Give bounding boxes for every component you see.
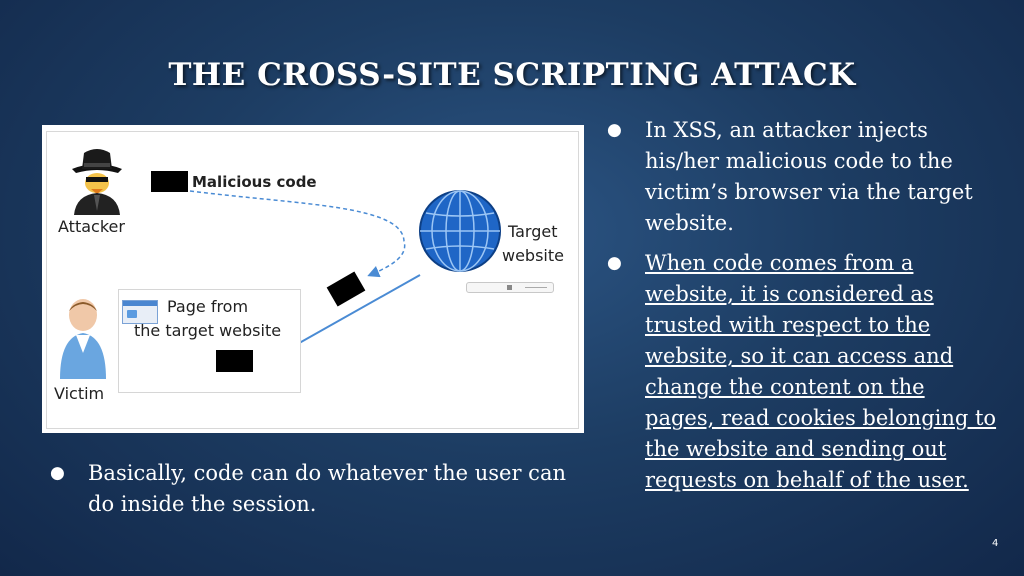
malicious-code-label: Malicious code [192,173,317,191]
page-number: 4 [992,538,999,549]
bullet-dot: ● [607,120,622,140]
bullet-item: ● In XSS, an attacker injects his/her ma… [607,115,997,239]
page-from-label-line1: Page from [167,297,249,316]
bullet-link-text[interactable]: When code comes from a website, it is co… [645,251,997,492]
bullet-dot: ● [607,253,622,273]
injection-arrows [189,190,421,357]
page-from-label-line2: the target website [134,321,282,340]
bullet-text: In XSS, an attacker injects his/her mali… [645,118,973,235]
slide-title: THE CROSS-SITE SCRIPTING ATTACK [168,57,856,93]
injected-code-block [216,350,253,372]
bullet-item: ● Basically, code can do whatever the us… [50,458,590,520]
bullet-dot: ● [50,463,65,483]
xss-diagram: Attacker Malicious code Target website P… [42,125,584,433]
right-bullet-list: ● In XSS, an attacker injects his/her ma… [607,115,997,505]
target-website-label-line1: Target [508,222,558,241]
globe-icon [419,190,501,272]
bullet-item: ● When code comes from a website, it is … [607,248,997,496]
malicious-code-block [151,171,188,192]
attacker-label: Attacker [58,217,125,236]
left-bullet-list: ● Basically, code can do whatever the us… [50,458,590,529]
attacker-icon [72,149,122,215]
victim-label: Victim [54,384,105,403]
address-bar-decoration [466,282,554,293]
browser-icon [122,300,158,324]
bullet-text: Basically, code can do whatever the user… [88,461,566,516]
target-website-label-line2: website [502,246,564,265]
victim-icon [60,299,106,379]
